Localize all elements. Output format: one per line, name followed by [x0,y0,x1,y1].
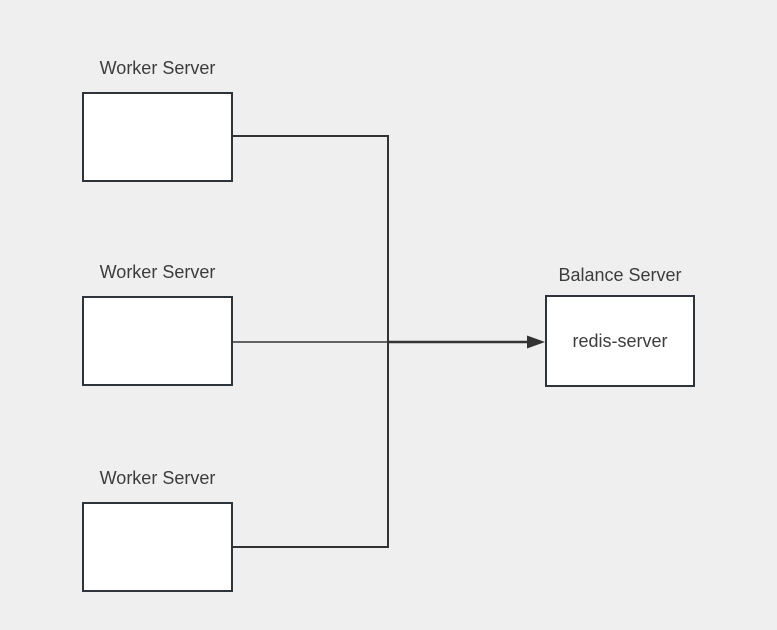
label-worker-server-3: Worker Server [99,468,216,488]
node-balance-server[interactable]: redis-server [545,295,695,387]
label-balance-server: Balance Server [558,265,682,285]
node-worker-server-3[interactable] [82,502,233,592]
node-worker-server-1[interactable] [82,92,233,182]
arrow-head [527,335,545,349]
label-worker-server-2: Worker Server [99,262,216,282]
node-text-redis-server: redis-server [572,330,668,351]
node-worker-server-2[interactable] [82,296,233,386]
label-worker-server-1: Worker Server [99,58,216,78]
